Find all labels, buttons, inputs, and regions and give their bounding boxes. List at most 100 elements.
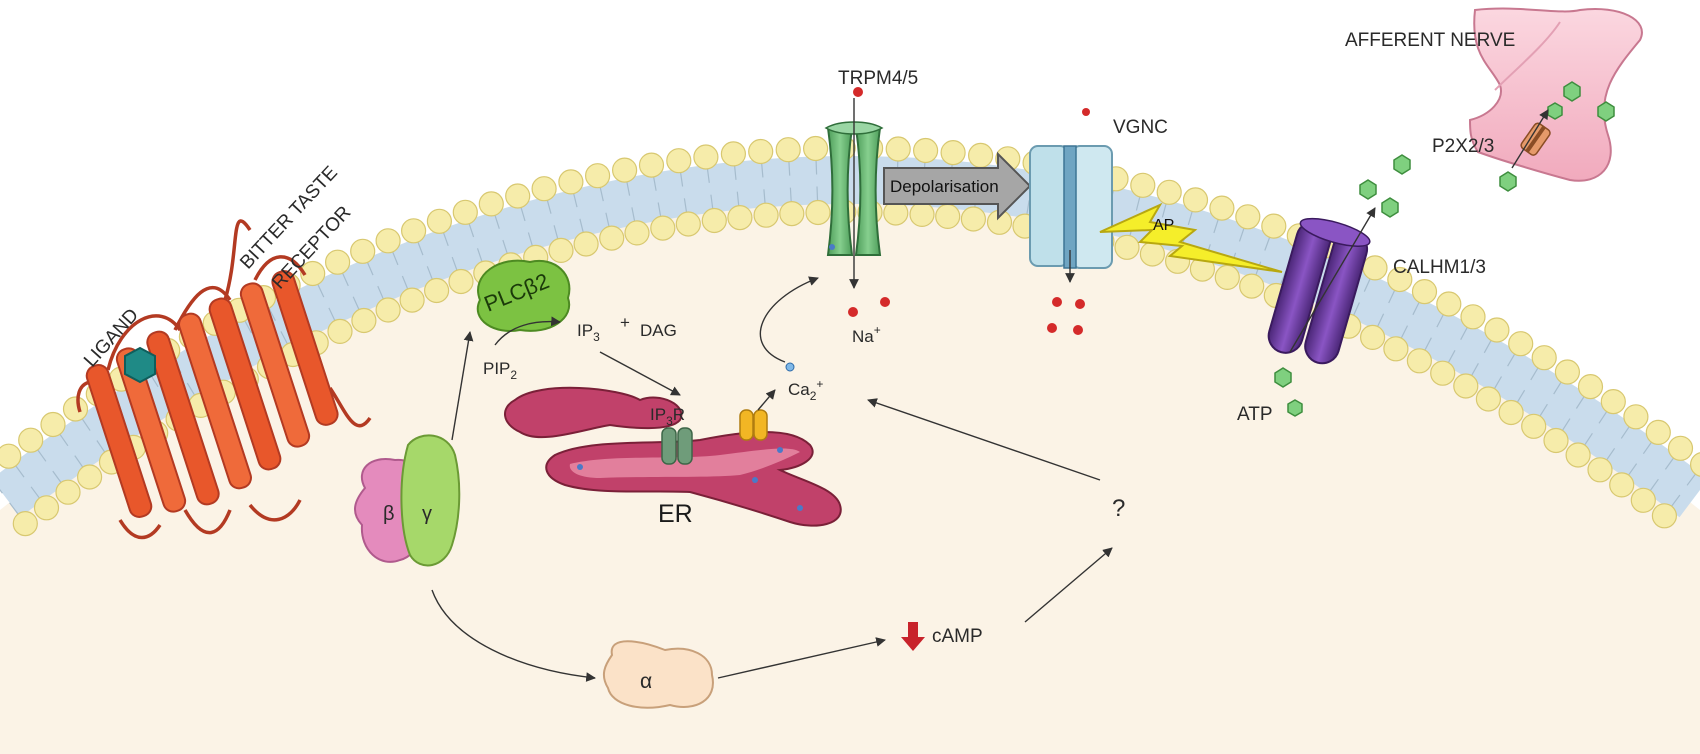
vgnc-label: VGNC xyxy=(1113,117,1168,138)
sodium-ion xyxy=(1047,323,1057,333)
lipid-head xyxy=(1498,399,1524,426)
lipid-head xyxy=(805,199,831,226)
atp-to-p2x-arrow xyxy=(1511,109,1549,169)
bitter-taste-receptor xyxy=(76,219,372,540)
lipid-head xyxy=(426,208,452,234)
na-label: Na+ xyxy=(852,323,881,346)
lipid-head xyxy=(1554,359,1581,385)
ip3r-label: IP3R xyxy=(650,405,685,428)
lipid-head xyxy=(1484,317,1510,343)
lipid-head xyxy=(531,176,557,202)
lipid-head xyxy=(1362,255,1388,281)
lipid-head xyxy=(1436,291,1462,317)
sodium-ion xyxy=(880,297,890,307)
lipid-head xyxy=(375,297,401,323)
lipid-head xyxy=(1630,487,1656,513)
dag-label: DAG xyxy=(640,321,677,340)
lipid-head xyxy=(940,140,966,166)
lipid-head xyxy=(76,464,103,490)
lipid-head xyxy=(1383,336,1409,362)
lipid-head xyxy=(1645,419,1671,445)
lipid-head xyxy=(701,207,727,234)
ip3r-channel: IP3R xyxy=(650,405,693,465)
beta-label: β xyxy=(383,503,395,525)
g-protein-beta-gamma: β γ xyxy=(354,434,461,567)
atp-molecule xyxy=(1359,179,1377,200)
sodium-ion xyxy=(1073,325,1083,335)
lipid-head xyxy=(399,287,425,313)
lipid-head xyxy=(1667,435,1694,461)
lipid-head xyxy=(1453,373,1479,399)
lipid-head xyxy=(1359,324,1386,350)
lipid-head xyxy=(753,202,779,228)
lipid-head xyxy=(1209,195,1235,221)
lipid-head xyxy=(478,191,504,217)
lipid-head xyxy=(802,135,829,162)
lipid-head xyxy=(12,510,38,537)
lipid-head xyxy=(748,138,774,165)
lipid-head xyxy=(558,169,584,195)
lipid-head xyxy=(666,148,692,174)
camp-decrease: cAMP xyxy=(901,622,983,651)
lipid-head xyxy=(1182,187,1209,213)
gamma-label: γ xyxy=(422,503,432,525)
er-calcium-channel xyxy=(739,409,768,441)
lipid-head xyxy=(1130,172,1156,198)
lipid-head xyxy=(448,268,474,295)
lipid-head xyxy=(55,479,81,505)
pip2-label: PIP2 xyxy=(483,359,517,382)
lipid-head xyxy=(779,201,805,227)
p2x23-receptor xyxy=(1520,122,1551,156)
vgnc-channel xyxy=(1029,145,1113,269)
depolarisation-label: Depolarisation xyxy=(890,177,999,196)
lipid-head xyxy=(1156,179,1182,205)
lipid-head xyxy=(1430,360,1456,386)
lipid-head xyxy=(624,220,650,246)
lipid-head xyxy=(40,411,66,438)
atp-molecule xyxy=(1597,101,1615,122)
atp-release-arrow xyxy=(1289,207,1376,353)
sodium-ion-outside xyxy=(1082,108,1090,116)
lipid-head xyxy=(584,163,611,189)
lipid-head xyxy=(1531,345,1557,371)
lipid-head xyxy=(1139,241,1166,267)
lipid-head xyxy=(548,237,574,263)
lipid-head xyxy=(1587,457,1613,483)
lipid-head xyxy=(1623,404,1649,430)
lipid-head xyxy=(327,318,353,344)
lipid-head xyxy=(675,211,701,237)
lipid-head xyxy=(1114,234,1140,260)
lipid-head xyxy=(1475,386,1502,412)
lipid-head xyxy=(325,249,351,275)
lipid-head xyxy=(960,206,987,232)
lipid-head xyxy=(1387,266,1413,293)
ca-to-trpm-arrow xyxy=(759,276,819,363)
lipid-head xyxy=(1521,413,1547,439)
ap-label: AP xyxy=(1153,217,1174,234)
atp-molecule xyxy=(1499,171,1517,192)
p2x-label: P2X2/3 xyxy=(1432,136,1494,157)
lipid-head xyxy=(885,136,911,162)
lipid-head xyxy=(505,183,531,209)
lipid-head xyxy=(909,201,935,227)
lipid-head xyxy=(375,228,401,254)
atp-molecule xyxy=(1381,197,1399,218)
pip2-to-ip3-arrow xyxy=(494,316,561,346)
atp-label: ATP xyxy=(1237,404,1273,425)
action-potential-bolt: AP xyxy=(1099,202,1283,273)
lipid-head xyxy=(1577,374,1604,400)
lipid-head xyxy=(1543,427,1569,454)
lipid-head xyxy=(401,218,427,244)
lipid-head xyxy=(935,203,961,229)
lipid-head xyxy=(18,427,44,453)
question-to-ca-arrow xyxy=(867,398,1101,481)
alpha-to-camp-arrow xyxy=(717,637,886,679)
er-label: ER xyxy=(658,500,693,528)
calhm-label: CALHM1/3 xyxy=(1393,257,1486,278)
lipid-head xyxy=(573,231,599,257)
plus-label: + xyxy=(620,313,630,332)
trpm45-channel xyxy=(824,121,884,256)
membrane-core xyxy=(0,156,1700,518)
lipid-head xyxy=(351,307,377,334)
